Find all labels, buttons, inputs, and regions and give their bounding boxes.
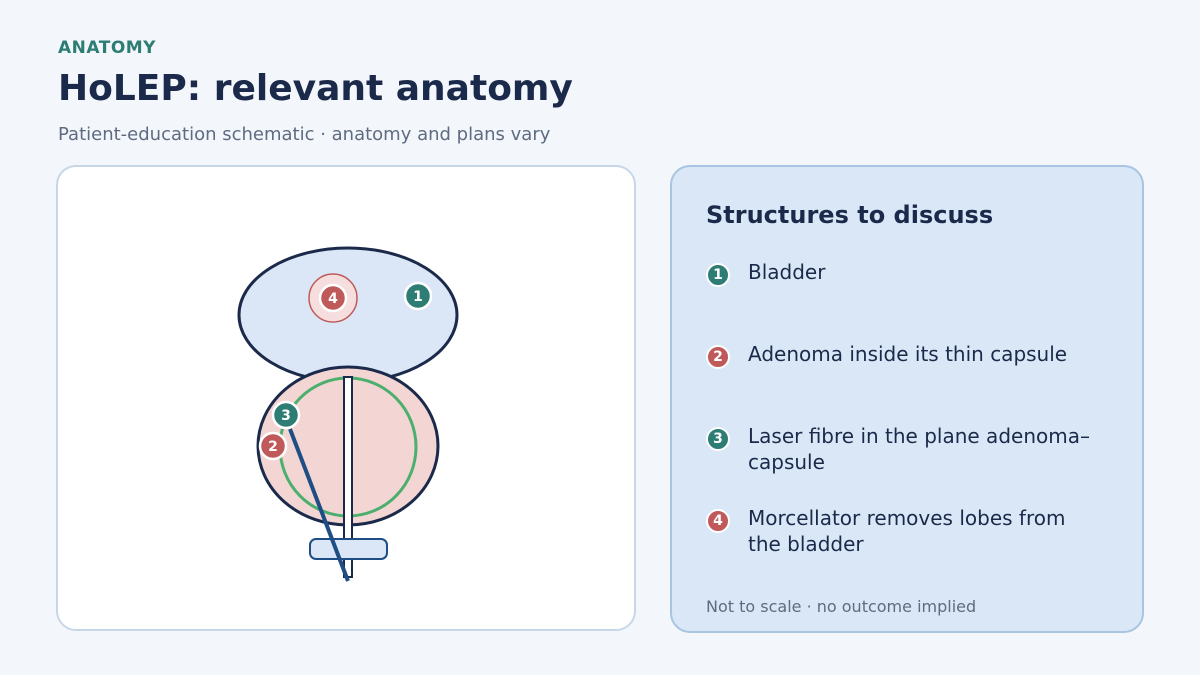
legend-badge-3: 3 <box>706 427 730 451</box>
eyebrow-label: ANATOMY <box>58 38 156 58</box>
page-subtitle: Patient-education schematic · anatomy an… <box>58 124 551 145</box>
legend-card: Structures to discuss 1 Bladder 2 Adenom… <box>670 165 1144 633</box>
legend-badge-2: 2 <box>706 345 730 369</box>
marker-2: 2 <box>258 431 288 461</box>
legend-label-4: Morcellator removes lobes from the bladd… <box>748 506 1066 556</box>
marker-3: 3 <box>271 400 301 430</box>
anatomy-schematic: 1 2 3 4 <box>237 246 459 582</box>
marker-4: 4 <box>318 283 348 313</box>
legend-footnote: Not to scale · no outcome implied <box>706 597 977 616</box>
diagram-card: 1 2 3 4 <box>56 165 636 631</box>
laser-fibre <box>288 428 350 582</box>
page-title: HoLEP: relevant anatomy <box>58 68 573 109</box>
legend-title: Structures to discuss <box>706 201 994 229</box>
legend-label-2: Adenoma inside its thin capsule <box>748 342 1068 366</box>
legend-label-1: Bladder <box>748 260 826 284</box>
marker-4-number: 4 <box>328 291 338 307</box>
legend-label-3: Laser fibre in the plane adenoma–capsule <box>748 424 1090 474</box>
marker-3-number: 3 <box>281 408 291 424</box>
marker-1-number: 1 <box>413 289 423 305</box>
legend-badge-4: 4 <box>706 509 730 533</box>
legend-badge-1: 1 <box>706 263 730 287</box>
marker-2-number: 2 <box>268 439 278 455</box>
marker-1: 1 <box>403 281 433 311</box>
resectoscope-sheath <box>309 538 388 560</box>
